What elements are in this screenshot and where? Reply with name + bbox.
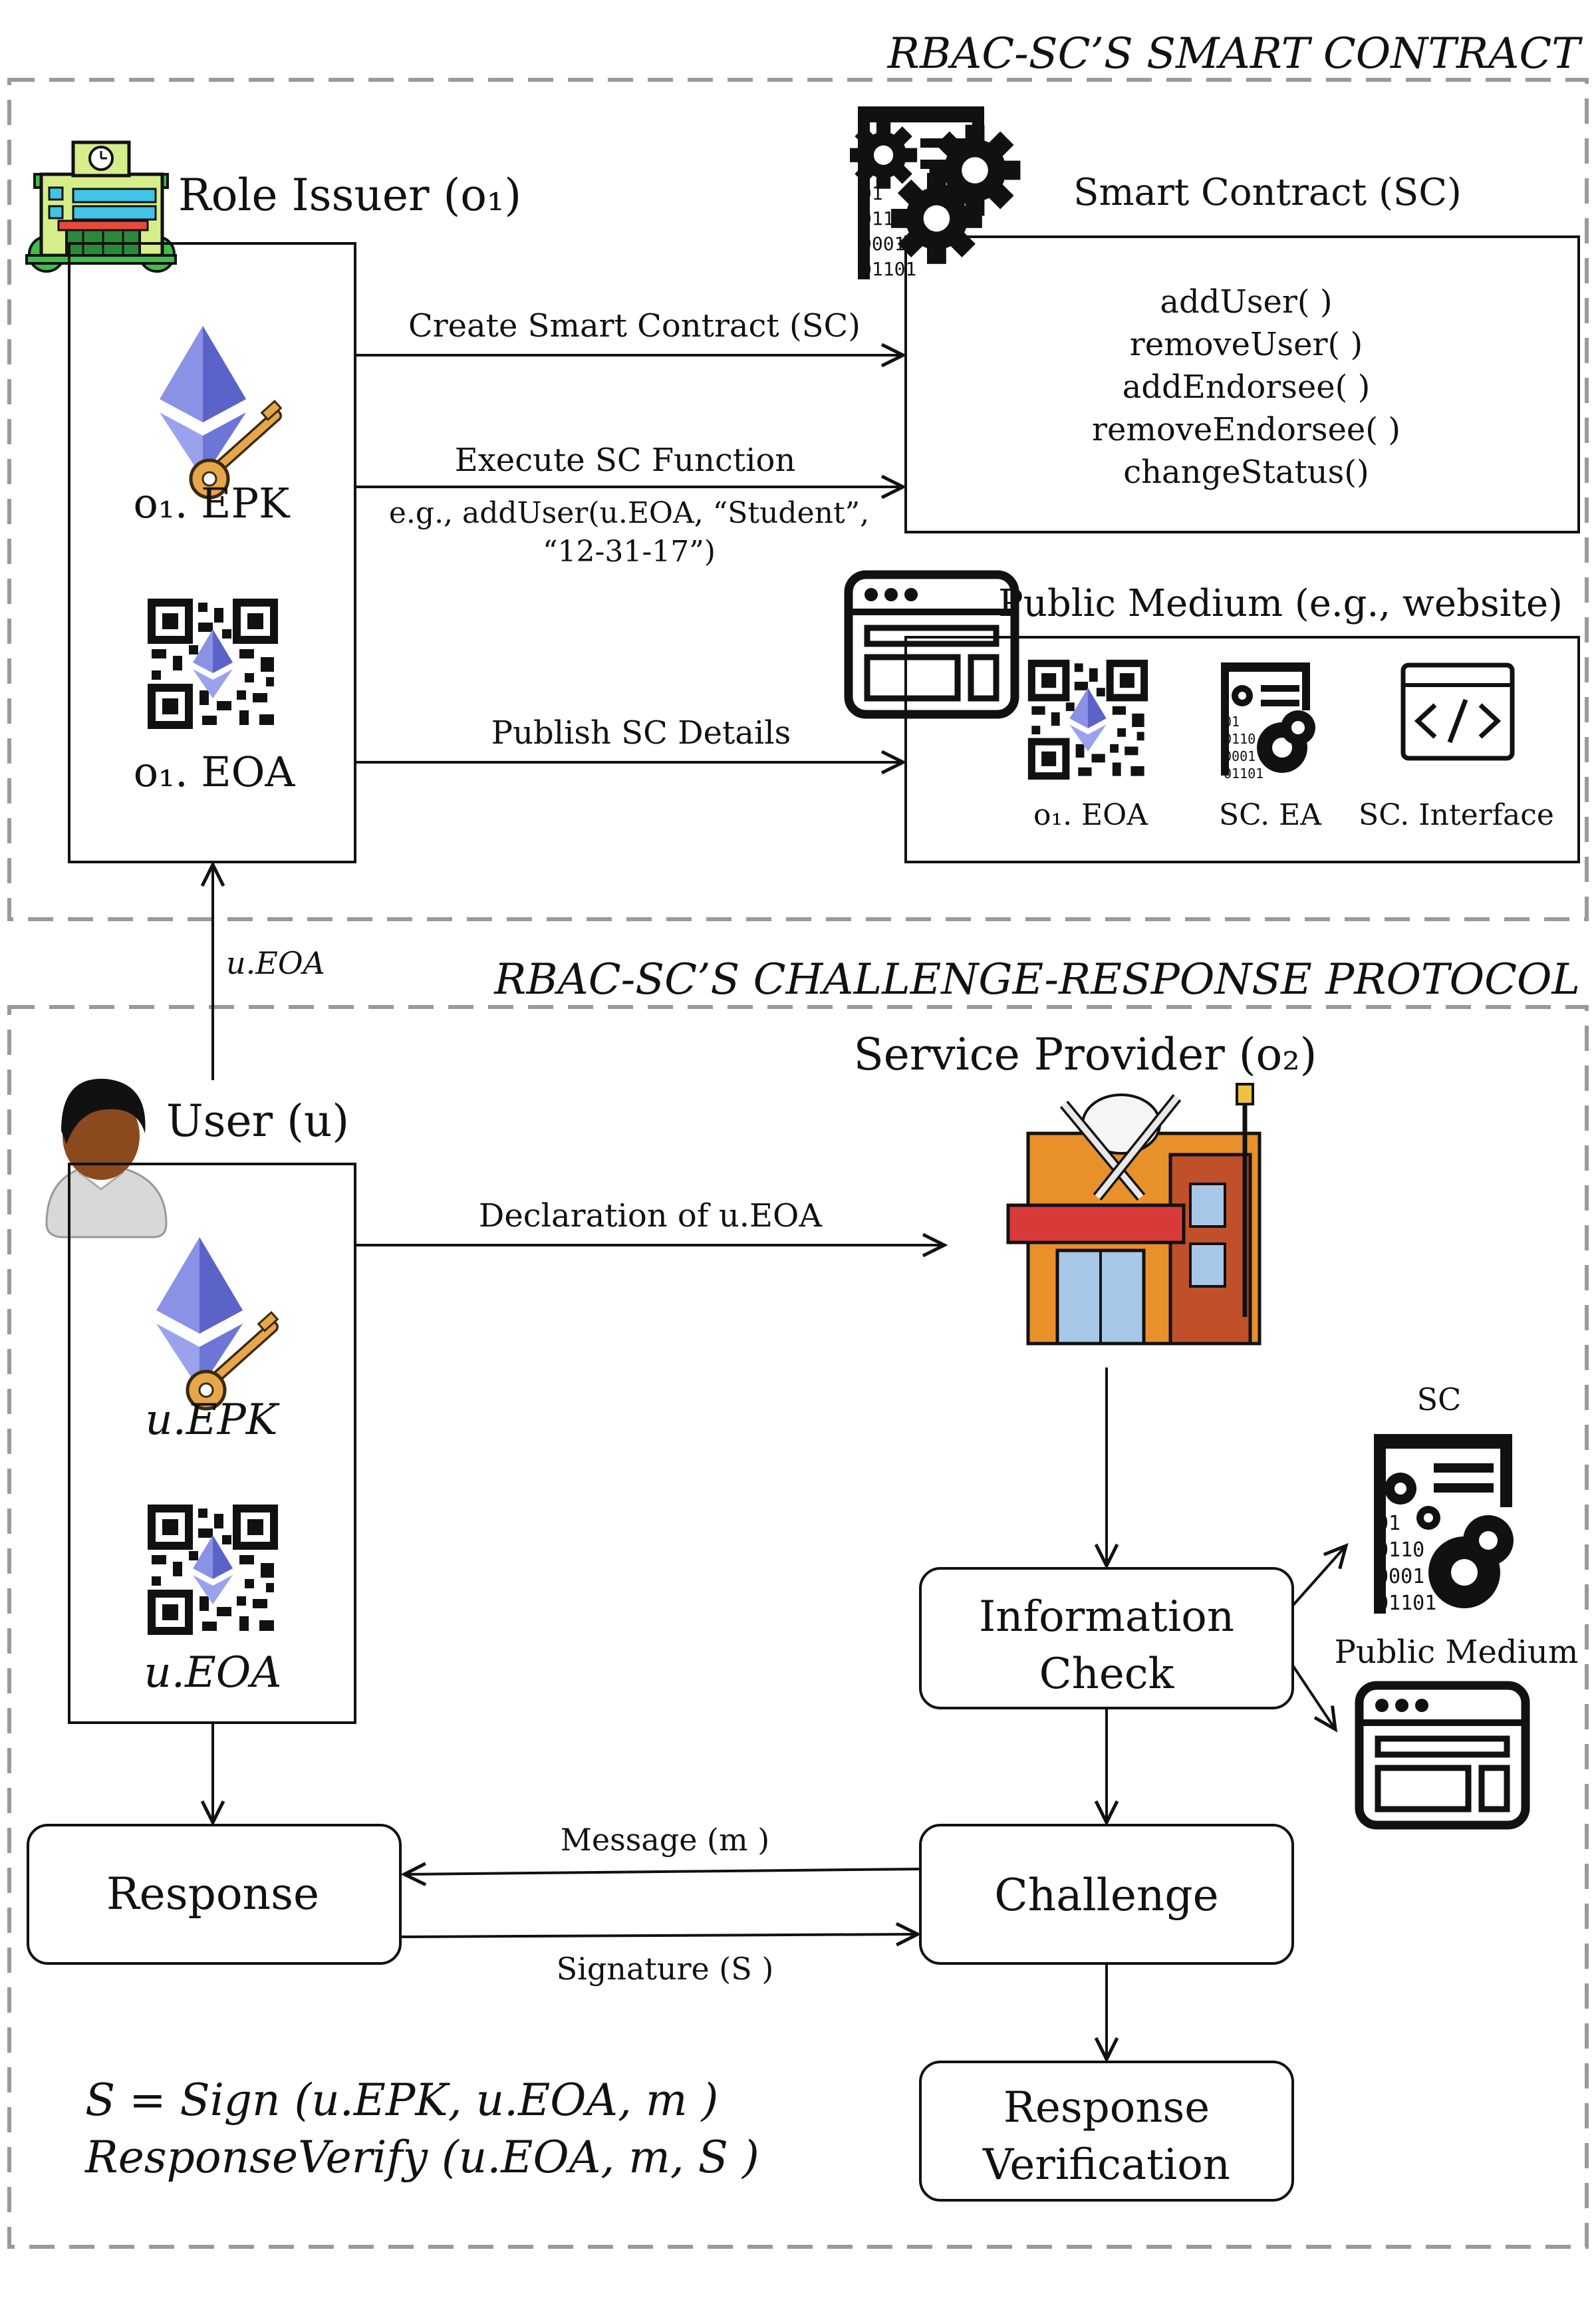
side-public-medium-label: Public Medium (1335, 1634, 1579, 1671)
create-sc-label: Create Smart Contract (SC) (408, 307, 861, 345)
message-label: Message (m ) (561, 1822, 769, 1858)
protocol-section-title: RBAC-SC’S CHALLENGE-RESPONSE PROTOCOL (493, 955, 1580, 1004)
information-check-label: Information (979, 1592, 1234, 1642)
qr-code-icon (150, 601, 276, 727)
qr-code-icon (1030, 662, 1146, 778)
side-sc-label: SC (1417, 1381, 1462, 1417)
user-eoa-arrow-label: u.EOA (226, 945, 325, 981)
signature-arrow (400, 1934, 918, 1937)
code-line: 01101 (1377, 1592, 1436, 1615)
user-avatar-icon (45, 1078, 168, 1238)
ethereum-key-icon (156, 1237, 277, 1409)
execute-sc-label: Execute SC Function (455, 442, 796, 479)
code-line: 0001 (1377, 1565, 1424, 1588)
public-medium-title: Public Medium (e.g., website) (998, 582, 1563, 625)
code-line: 01101 (861, 258, 916, 280)
challenge-label: Challenge (994, 1870, 1218, 1921)
code-interface-icon (1400, 662, 1515, 761)
code-line: 01 (1377, 1512, 1400, 1535)
ethereum-key-icon (160, 326, 281, 498)
sc-function-removeuser: removeUser( ) (1130, 326, 1363, 363)
smart-contract-section-title: RBAC-SC’S SMART CONTRACT (887, 29, 1583, 78)
smart-contract-title: Smart Contract (SC) (1073, 171, 1462, 214)
information-check-label-2: Check (1039, 1650, 1175, 1699)
role-issuer-eoa-label: o₁. EOA (134, 748, 296, 796)
sign-formula: S = Sign (u.EPK, u.EOA, m ) (85, 2075, 718, 2126)
verify-formula: ResponseVerify (u.EOA, m, S ) (84, 2132, 759, 2183)
declaration-label: Declaration of u.EOA (479, 1197, 823, 1234)
gear-icon (929, 124, 1021, 216)
public-medium-item-eoa: o₁. EOA (1033, 798, 1148, 832)
code-line: 0110 (1377, 1538, 1424, 1562)
role-issuer-epk-label: o₁. EPK (134, 479, 291, 527)
code-line: 0110 (1224, 731, 1256, 747)
execute-sc-example: e.g., addUser(u.EOA, “Student”, (389, 496, 869, 530)
publish-label: Publish SC Details (491, 714, 791, 752)
browser-window-icon (849, 575, 1015, 714)
public-medium-item-ea: SC. EA (1219, 798, 1322, 832)
code-line: 01 (1224, 714, 1240, 730)
code-line: 01101 (1224, 766, 1264, 782)
protocol-section-border (7, 1005, 1589, 2249)
message-arrow (404, 1869, 921, 1874)
contract-document-icon: 01 0110 0001 01101 (1374, 1434, 1514, 1615)
user-title: User (u) (166, 1095, 349, 1147)
building-icon (25, 140, 177, 273)
restaurant-icon (1006, 1083, 1262, 1346)
check-to-sc-arrow (1291, 1546, 1346, 1607)
execute-sc-example-date: “12-31-17”) (543, 535, 716, 569)
public-medium-box (904, 636, 1580, 863)
public-medium-item-interface: SC. Interface (1359, 798, 1554, 832)
smart-contract-section-border (7, 78, 1589, 921)
response-verification-label: Response (1003, 2083, 1210, 2132)
response-box (27, 1824, 402, 1965)
browser-window-icon (1359, 1685, 1526, 1825)
service-provider-title: Service Provider (o₂) (854, 1029, 1317, 1080)
check-to-public-medium-arrow (1291, 1664, 1335, 1729)
sc-function-removeendorsee: removeEndorsee( ) (1092, 411, 1400, 448)
contract-document-icon: 01 0110 0001 01101 (1221, 662, 1315, 782)
code-line: 01 (861, 182, 883, 204)
qr-code-icon (150, 1507, 276, 1633)
sc-function-adduser: addUser( ) (1160, 283, 1332, 321)
sc-function-addendorsee: addEndorsee( ) (1123, 368, 1371, 406)
code-line: 0001 (1224, 748, 1256, 764)
user-epk-label: u.EPK (145, 1395, 279, 1445)
signature-label: Signature (S ) (557, 1951, 774, 1987)
response-verification-box (919, 2061, 1294, 2202)
response-label: Response (106, 1868, 319, 1920)
role-issuer-title: Role Issuer (o₁) (178, 170, 521, 221)
user-eoa-label: u.EOA (144, 1648, 282, 1697)
sc-function-changestatus: changeStatus() (1123, 454, 1369, 491)
response-verification-label-2: Verification (982, 2140, 1230, 2190)
smart-contract-box (904, 235, 1580, 533)
